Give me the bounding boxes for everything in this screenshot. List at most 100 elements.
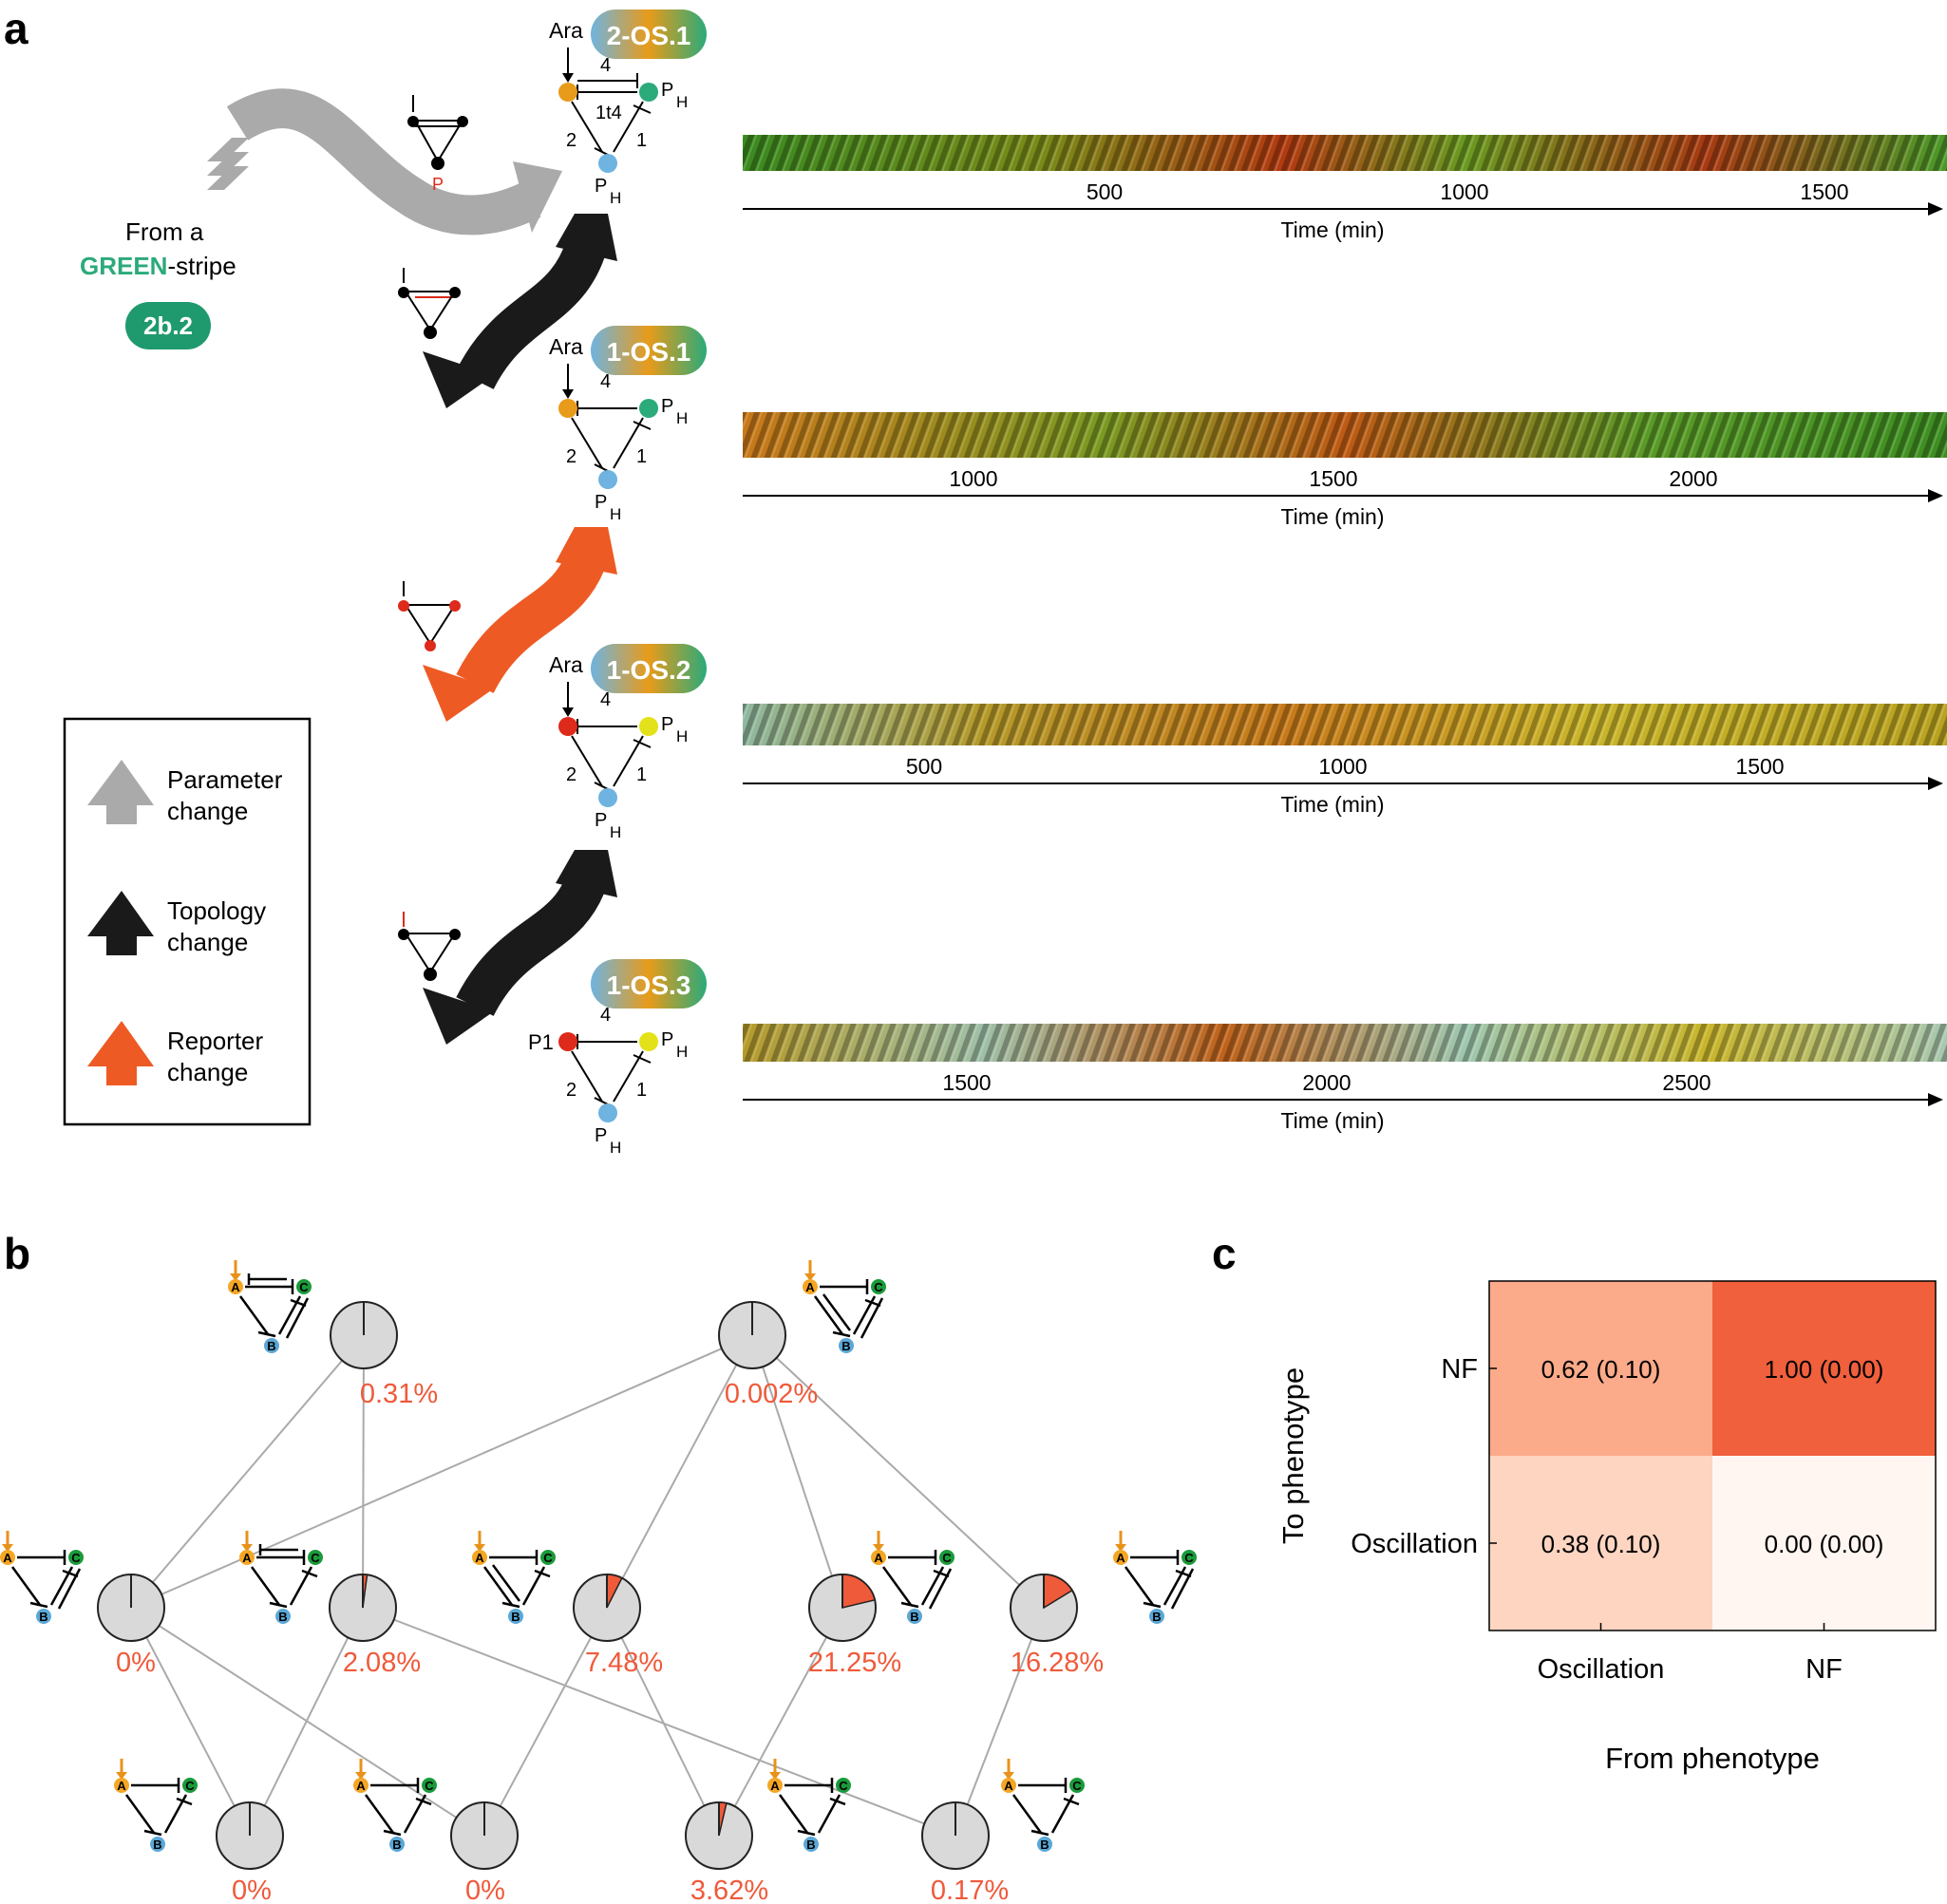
- node-a-label: A: [805, 1280, 815, 1294]
- edge-c-b-bar: [301, 1569, 318, 1578]
- edge-c-b-bar: [1063, 1797, 1080, 1806]
- edge-a-b-bar: [29, 1601, 48, 1609]
- percentage-label: 3.62%: [690, 1876, 768, 1904]
- inducer-arrow-head: [804, 1273, 816, 1281]
- edge-a-b: [778, 1794, 809, 1834]
- node-b: [598, 154, 617, 173]
- edge-a-b-bar: [257, 1330, 276, 1338]
- node-c: [639, 399, 658, 418]
- node-c: [1069, 1778, 1085, 1793]
- node-c: [182, 1778, 198, 1793]
- edge-c-b-bar: [415, 1797, 432, 1806]
- circuit-badge: [591, 9, 707, 59]
- parameter-change-arrow-body: [226, 88, 541, 236]
- promoter-c-label: P: [661, 80, 673, 101]
- node-a: [871, 1550, 886, 1565]
- edge-a-b: [250, 1566, 281, 1606]
- edge-right: [613, 417, 644, 469]
- edge-right-bar: [633, 1054, 652, 1064]
- edge-a-b-bar: [383, 1829, 402, 1837]
- kymograph-stripes: [743, 1024, 1947, 1062]
- origin-green-word: GREEN: [80, 252, 167, 280]
- network-edge: [362, 1607, 956, 1837]
- edge-right-bar: [633, 421, 652, 430]
- node-c-label: C: [839, 1779, 848, 1793]
- network-node-t1: 0.31%: [330, 1301, 438, 1409]
- node-b-label: B: [278, 1610, 287, 1624]
- edge-left-label: 2: [566, 130, 577, 151]
- inducer-arrow-head: [873, 1544, 884, 1552]
- heatmap-frame: [1488, 1280, 1937, 1631]
- edge-left: [571, 1050, 603, 1103]
- mini-circuit-1: [407, 95, 468, 170]
- parameter-change-arrow-head: [513, 161, 562, 233]
- time-axis-label: Time (min): [1280, 504, 1384, 529]
- mini-circuit-2: [398, 268, 461, 339]
- panel-label-c: c: [1212, 1229, 1237, 1278]
- percentage-label: 0.002%: [725, 1379, 818, 1409]
- pie-wedge: [841, 1574, 876, 1609]
- inducer-label: Ara: [549, 652, 583, 677]
- legend-label-1: Parameter: [167, 765, 283, 794]
- promoter-b-sub: H: [610, 823, 621, 841]
- edge-right-label: 1: [636, 764, 647, 785]
- time-tick-label: 500: [906, 754, 942, 779]
- node-a: [239, 1550, 255, 1565]
- edge-a-b-bar: [143, 1829, 162, 1837]
- time-tick-label: 1500: [1735, 754, 1784, 779]
- legend-arrow-icon-1: [87, 760, 154, 824]
- edge-a-b: [881, 1566, 913, 1606]
- legend-sublabel-3: change: [167, 1058, 248, 1086]
- node-a: [472, 1550, 487, 1565]
- node-a: [114, 1778, 129, 1793]
- edge-right-bar: [633, 739, 652, 748]
- kymograph-stripes: [743, 412, 1947, 458]
- percentage-label: 7.48%: [585, 1648, 663, 1678]
- node-c: [422, 1778, 437, 1793]
- edge-left: [571, 417, 603, 469]
- edge-b-a: [822, 1293, 852, 1331]
- network-edge: [249, 1607, 364, 1837]
- network-node-m5: 16.28%: [1010, 1574, 1104, 1678]
- inducer-arrow-head: [474, 1544, 485, 1552]
- edge-top-label: 4: [600, 689, 611, 710]
- time-axis-arrowhead: [1928, 202, 1943, 216]
- time-tick-label: 500: [1087, 179, 1123, 204]
- node-b-label: B: [153, 1838, 161, 1852]
- edge-c-b-bar: [176, 1797, 193, 1806]
- node-c-label: C: [71, 1551, 81, 1565]
- circuit-badge: [591, 326, 707, 375]
- inducer-arrow-head: [562, 389, 574, 399]
- topology-change-arrow-2: [423, 850, 617, 1045]
- node-b-label: B: [1152, 1610, 1161, 1624]
- node-a: [0, 1550, 15, 1565]
- reporter-change-arrow: [423, 527, 617, 722]
- edge-left-label: 2: [566, 446, 577, 467]
- panel-label-b: b: [4, 1229, 30, 1278]
- legend-sublabel-2: change: [167, 928, 248, 956]
- time-tick-label: 1500: [1309, 466, 1357, 491]
- node-c-label: C: [311, 1551, 320, 1565]
- node-a: [558, 83, 577, 102]
- node-a: [803, 1279, 818, 1294]
- node-c-label: C: [874, 1280, 883, 1294]
- kymograph-stripes: [743, 704, 1947, 745]
- time-tick-label: 1000: [949, 466, 997, 491]
- node-b: [150, 1837, 165, 1852]
- legend-label-2: Topology: [167, 896, 266, 925]
- edge-a-b: [10, 1566, 42, 1606]
- inducer-arrow-head: [562, 73, 574, 83]
- node-c: [836, 1778, 851, 1793]
- legend-arrow-icon-3: [87, 1021, 154, 1085]
- heatmap-cell-fill: [1489, 1456, 1712, 1631]
- percentage-label: 21.25%: [808, 1648, 901, 1678]
- node-c-label: C: [1184, 1551, 1194, 1565]
- y-tick-label: Oscillation: [1351, 1529, 1478, 1559]
- time-axis-arrowhead: [1928, 489, 1943, 502]
